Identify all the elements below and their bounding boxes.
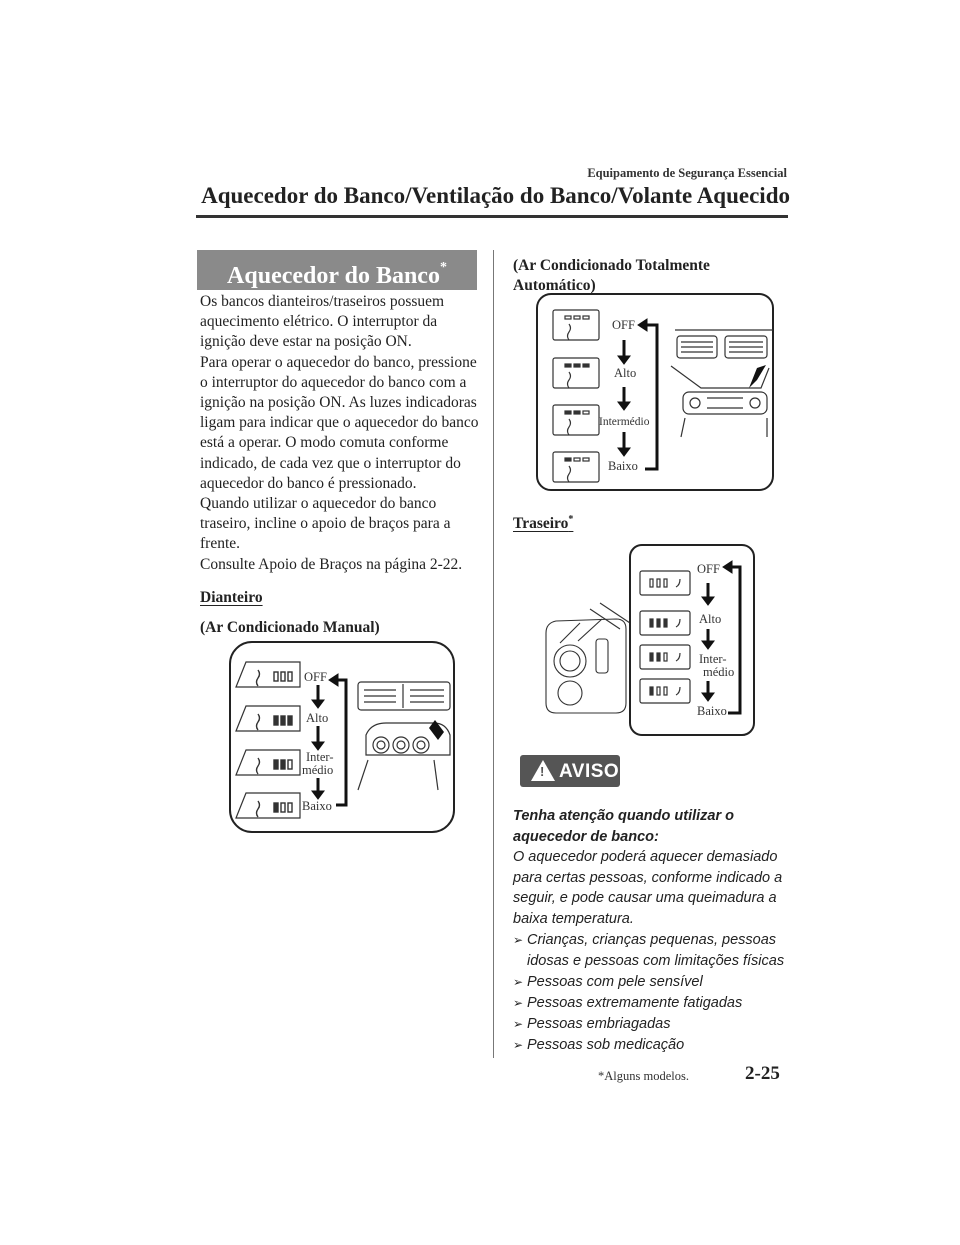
list-item: ➢Pessoas embriagadas	[513, 1014, 785, 1035]
warning-list: ➢Crianças, crianças pequenas, pessoas id…	[513, 930, 785, 1056]
list-item: ➢Pessoas com pele sensível	[513, 972, 785, 993]
list-item-text: Crianças, crianças pequenas, pessoas ido…	[527, 932, 785, 969]
footnote: *Alguns modelos.	[598, 1069, 689, 1083]
list-item: ➢Pessoas extremamente fatigadas	[513, 993, 785, 1014]
mode-low-label: Baixo	[608, 459, 638, 473]
mode-medium-label-2: médio	[302, 763, 333, 777]
mode-low-label: Baixo	[697, 704, 727, 718]
arrow-bullet-icon: ➢	[513, 995, 524, 1010]
exclamation-icon: !	[540, 764, 545, 779]
warning-triangle-icon	[531, 760, 555, 781]
arrow-bullet-icon: ➢	[513, 933, 524, 947]
mode-high-label: Alto	[306, 711, 328, 725]
intro-paragraph: Para operar o aquecedor do banco, pressi…	[200, 353, 479, 492]
mode-medium-label: Inter-	[306, 750, 334, 764]
seat-heater-switch-icons	[255, 669, 293, 818]
list-item-text: Pessoas extremamente fatigadas	[527, 994, 743, 1011]
armrest-console-drawing	[545, 602, 631, 714]
list-item: ➢Pessoas sob medicação	[513, 1035, 785, 1056]
section-banner: Aquecedor do Banco*	[197, 250, 477, 290]
list-item-text: Pessoas com pele sensível	[527, 973, 703, 990]
rear-heading: Traseiro*	[513, 514, 573, 533]
mode-off-label: OFF	[304, 670, 327, 684]
arrow-bullet-icon: ➢	[513, 974, 524, 989]
warning-text: O aquecedor poderá aquecer demasiado par…	[513, 849, 783, 927]
page-header-title: Aquecedor do Banco/Ventilação do Banco/V…	[201, 183, 790, 208]
page-number: 2-25	[745, 1063, 780, 1084]
arrow-bullet-icon: ➢	[513, 1016, 524, 1031]
manual-ac-seat-heater-figure: OFF Alto Inter- médio Baixo	[229, 641, 455, 833]
mode-off-label: OFF	[697, 562, 720, 576]
cycle-arrows	[311, 673, 348, 807]
column-divider	[493, 250, 494, 1058]
auto-ac-seat-heater-figure: OFF Alto Intermédio Baixo	[536, 293, 774, 491]
mode-high-label: Alto	[699, 612, 721, 626]
header-rule	[196, 215, 788, 218]
mode-medium-label: Intermédio	[599, 416, 650, 428]
arrow-bullet-icon: ➢	[513, 1037, 524, 1052]
front-heading: Dianteiro	[200, 589, 263, 606]
warning-title: Tenha atenção quando utilizar o aquecedo…	[513, 808, 735, 845]
list-item-text: Pessoas embriagadas	[527, 1015, 671, 1032]
mode-medium-label-2: médio	[703, 665, 734, 679]
warning-badge: ! AVISO	[520, 755, 620, 787]
section-label: Equipamento de Segurança Essencial	[587, 166, 787, 180]
cycle-arrows	[701, 560, 742, 715]
footnote-mark: *	[568, 514, 574, 525]
mode-low-label: Baixo	[302, 799, 332, 813]
dashboard-vents-drawing	[670, 329, 773, 438]
intro-paragraph: Os bancos dianteiros/traseiros possuem a…	[200, 293, 445, 351]
seat-heater-switch-icons	[564, 315, 590, 483]
list-item-text: Pessoas sob medicação	[527, 1036, 685, 1053]
intro-paragraph: Quando utilizar o aquecedor do banco tra…	[200, 495, 451, 553]
warning-badge-label: AVISO	[559, 761, 620, 782]
manual-ac-label: (Ar Condicionado Manual)	[200, 619, 380, 636]
intro-text: Os bancos dianteiros/traseiros possuem a…	[200, 292, 482, 575]
mode-high-label: Alto	[614, 366, 636, 380]
section-title: Aquecedor do Banco	[227, 263, 440, 289]
seat-heater-switch-icons	[649, 578, 681, 696]
intro-paragraph: Consulte Apoio de Braços na página 2-22.	[200, 555, 463, 573]
auto-ac-label: (Ar Condicionado Totalmente Automático)	[513, 257, 710, 294]
footnote-mark: *	[439, 260, 447, 275]
mode-off-label: OFF	[612, 318, 635, 332]
cycle-arrows	[617, 318, 659, 471]
rear-heading-text: Traseiro	[513, 515, 569, 533]
mode-medium-label: Inter-	[699, 652, 727, 666]
rear-seat-heater-figure: OFF Alto Inter- médio Baixo	[545, 544, 755, 736]
list-item: ➢Crianças, crianças pequenas, pessoas id…	[513, 930, 785, 971]
